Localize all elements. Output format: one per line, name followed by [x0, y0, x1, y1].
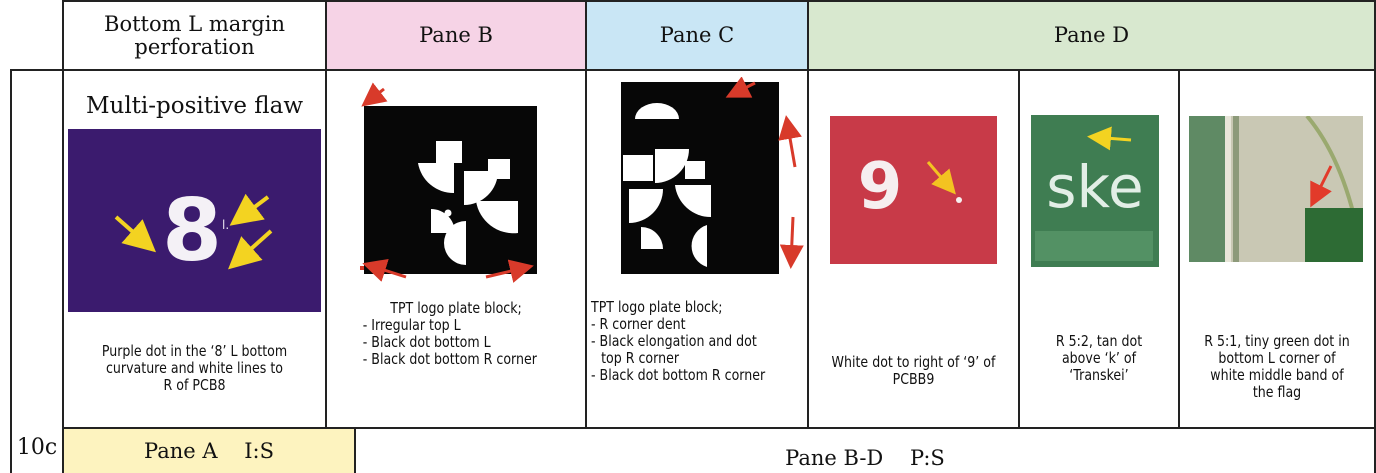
grid-line-left-header	[62, 0, 64, 69]
ske-glyph: ske	[1046, 153, 1143, 221]
footer-pane-a: Pane A I:S	[64, 429, 354, 473]
caption-c-line-5: - Black dot bottom R corner	[591, 365, 766, 384]
caption-c-line-3: - Black elongation and dot	[591, 331, 757, 350]
header-pane-d-label: Pane D	[1053, 23, 1130, 48]
header-pane-b: Pane B	[325, 2, 585, 69]
stamp-image-ske: ske	[1031, 115, 1159, 267]
flaw-marker-text: l.	[222, 218, 229, 232]
digit-8-glyph: 8	[162, 181, 222, 281]
header-pane-b-label: Pane B	[419, 23, 493, 48]
grid-line-right	[1374, 0, 1376, 473]
cell-d3: R 5:1, tiny green dot in bottom L corner…	[1178, 71, 1374, 427]
caption-a: Purple dot in the ‘8’ L bottom curvature…	[101, 342, 288, 394]
cell-d1: 9 White dot to right of ‘9’ of PCBB9	[807, 71, 1018, 427]
caption-d3: R 5:1, tiny green dot in bottom L corner…	[1204, 332, 1350, 401]
header-pane-c-label: Pane C	[659, 23, 735, 48]
caption-b-line-1: TPT logo plate block;	[390, 299, 522, 317]
grid-line-header-bottom	[10, 69, 1376, 71]
caption-b-line-4: - Black dot bottom R corner	[362, 349, 537, 368]
caption-c-line-1: TPT logo plate block;	[591, 298, 723, 316]
tpt-logo-image-c	[615, 77, 805, 283]
footer-pane-bd: Pane B-D P:S	[354, 429, 1374, 473]
flaw-title: Multi-positive flaw	[85, 93, 304, 119]
header-pane-d: Pane D	[807, 2, 1374, 69]
caption-c-line-4: top R corner	[601, 348, 680, 367]
stamp-image-8: 8 l.	[68, 129, 321, 312]
grid-line-outer-left	[10, 69, 12, 473]
cell-d2: ske R 5:2, tan dot above ‘k’ of ‘Transke…	[1018, 71, 1178, 427]
grid-line-rowlabel	[62, 69, 64, 473]
footer-pane-bd-label: Pane B-D P:S	[785, 445, 945, 470]
header-bottom-l-margin: Bottom L margin perforation	[64, 2, 325, 69]
header-col-a-label: Bottom L margin perforation	[104, 12, 285, 59]
stamp-image-flag	[1189, 116, 1363, 262]
caption-c: TPT logo plate block; - R corner dent - …	[591, 299, 804, 384]
caption-d2: R 5:2, tan dot above ‘k’ of ‘Transkei’	[1055, 332, 1143, 384]
cell-c: TPT logo plate block; - R corner dent - …	[585, 71, 807, 427]
stamp-image-9: 9	[830, 116, 997, 264]
footer-pane-a-label: Pane A I:S	[144, 438, 274, 463]
caption-c-line-2: - R corner dent	[591, 314, 686, 333]
grid-line-header-top	[62, 0, 1376, 2]
row-label: 10c	[16, 435, 58, 460]
grid-line-footer-top	[62, 427, 1376, 429]
cell-a: Multi-positive flaw 8 l. Purple dot in t…	[64, 71, 325, 427]
cell-b: TPT logo plate block; - Irregular top L …	[325, 71, 585, 427]
caption-b-line-3: - Black dot bottom L	[362, 332, 491, 351]
caption-d1: White dot to right of ‘9’ of PCBB9	[831, 353, 996, 388]
header-pane-c: Pane C	[585, 2, 807, 69]
caption-b: TPT logo plate block; - Irregular top L …	[356, 300, 556, 368]
caption-b-line-2: - Irregular top L	[362, 315, 461, 334]
digit-9-glyph: 9	[858, 150, 903, 224]
tpt-logo-image-b	[356, 81, 543, 285]
